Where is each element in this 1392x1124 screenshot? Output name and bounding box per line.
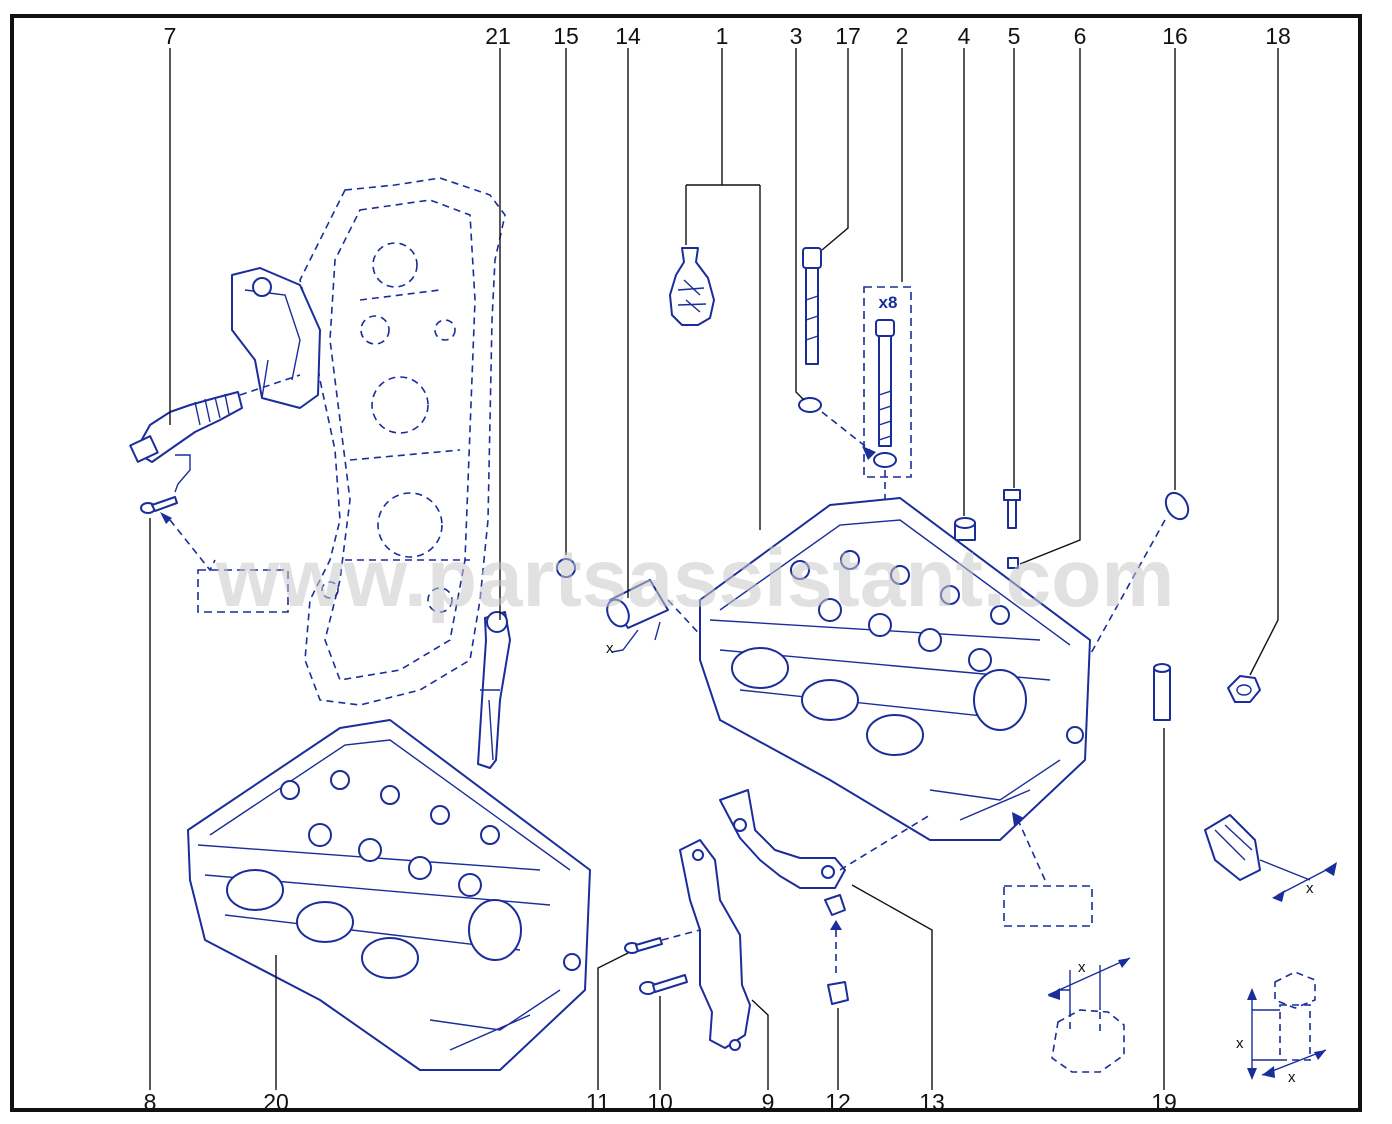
watermark: www.partsassistant.com <box>215 533 1175 624</box>
callout-numbers: 7 21 15 14 1 3 17 2 4 5 6 16 18 8 20 11 … <box>144 23 1291 1115</box>
dimension-label-bolt-height: x <box>1236 1035 1244 1052</box>
cap-18 <box>1227 675 1261 703</box>
callout-1: 1 <box>716 23 729 49</box>
quantity-label-x8: x8 <box>879 293 898 312</box>
detail-nut <box>1047 957 1131 1073</box>
cylinder-head-upper <box>699 497 1091 841</box>
plug-15 <box>556 558 576 578</box>
cylinder-head-bolts <box>863 286 912 540</box>
callout-10: 10 <box>647 1089 673 1115</box>
callout-17: 17 <box>835 23 861 49</box>
solenoid-screw <box>140 496 216 572</box>
callout-13: 13 <box>919 1089 945 1115</box>
camshaft-seal <box>606 579 706 653</box>
callout-20: 20 <box>263 1089 289 1115</box>
dowel-4 <box>954 517 976 541</box>
dimension-label-bolt-width: x <box>1288 1069 1296 1086</box>
leader-lines <box>149 48 1279 1090</box>
cylinder-head-lower <box>187 719 591 1071</box>
detail-connector <box>1204 814 1337 902</box>
diagram-frame <box>10 14 1362 1112</box>
callout-19: 19 <box>1151 1089 1177 1115</box>
callout-6: 6 <box>1074 23 1087 49</box>
bracket-13 <box>719 789 931 889</box>
clip-12 <box>824 894 849 1005</box>
dimension-label-nut: x <box>1078 959 1086 976</box>
callout-15: 15 <box>553 23 579 49</box>
callout-9: 9 <box>762 1089 775 1115</box>
screw-11 <box>624 929 701 954</box>
callout-3: 3 <box>790 23 803 49</box>
callout-12: 12 <box>825 1089 851 1115</box>
callout-18: 18 <box>1265 23 1291 49</box>
ref-arrow-2 <box>1017 819 1046 881</box>
callout-4: 4 <box>958 23 971 49</box>
dimension-label-seal: x <box>606 640 614 657</box>
callout-7: 7 <box>164 23 177 49</box>
timing-cover <box>231 177 506 706</box>
detail-bolt <box>1247 971 1327 1080</box>
washer-3-path <box>821 411 871 451</box>
long-bolt-17 <box>802 247 822 365</box>
ref-box-1 <box>197 569 289 613</box>
callout-8: 8 <box>144 1089 157 1115</box>
callout-14: 14 <box>615 23 641 49</box>
callout-16: 16 <box>1162 23 1188 49</box>
bracket-9 <box>679 839 751 1051</box>
rocker-arm <box>477 611 511 769</box>
washer-3 <box>798 397 822 413</box>
callout-5: 5 <box>1008 23 1021 49</box>
oil-control-solenoid <box>129 374 301 493</box>
screw-10 <box>639 974 688 995</box>
dimension-label-connector: x <box>1306 880 1314 897</box>
ref-box-2 <box>1003 885 1093 927</box>
bolt-5 <box>1003 489 1021 569</box>
callout-2: 2 <box>896 23 909 49</box>
callout-21: 21 <box>485 23 511 49</box>
sealant-bottle <box>669 247 715 326</box>
callout-11: 11 <box>586 1089 610 1115</box>
sleeve-19 <box>1153 663 1171 721</box>
